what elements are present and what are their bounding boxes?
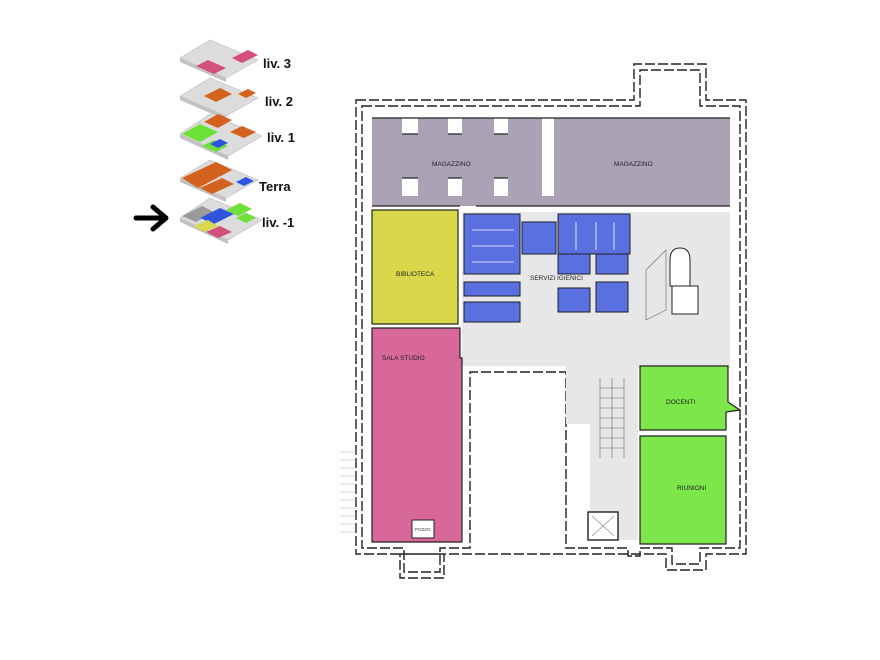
room-riunioni[interactable] (639, 435, 727, 545)
level-icon-liv-minus1[interactable] (179, 197, 263, 244)
chimney-niche (669, 247, 699, 315)
level-label-liv-minus1[interactable]: liv. -1 (262, 215, 295, 230)
room-label-biblioteca: BIBLIOTECA (396, 271, 435, 278)
level-label-liv1[interactable]: liv. 1 (267, 130, 295, 145)
svg-text:POZZO: POZZO (415, 527, 431, 532)
room-label-docenti: DOCENTI (666, 399, 695, 406)
level-label-liv2[interactable]: liv. 2 (265, 94, 293, 109)
elevator (587, 511, 619, 541)
magazzino-piers (402, 116, 554, 196)
room-biblioteca[interactable] (371, 209, 459, 325)
room-docenti[interactable] (639, 365, 742, 431)
staircase (599, 249, 667, 458)
level-label-terra[interactable]: Terra (259, 179, 291, 194)
current-level-arrow-icon (133, 204, 169, 232)
room-servizi-igienici[interactable] (463, 213, 631, 323)
level-icon-liv3[interactable] (179, 39, 259, 82)
pozzo: POZZO (411, 519, 435, 539)
level-icon-liv1[interactable] (179, 113, 263, 160)
exterior-steps (340, 451, 356, 533)
building-outline (355, 63, 747, 579)
room-label-magazzino-b: MAGAZZINO (614, 161, 653, 168)
level-icon-liv2[interactable] (179, 77, 259, 120)
room-sala-studio[interactable] (371, 327, 463, 543)
room-label-servizi: SERVIZI IGIENICI (530, 275, 583, 282)
room-label-riunioni: RIUNIONI (677, 485, 706, 492)
room-label-magazzino-a: MAGAZZINO (432, 161, 471, 168)
magazzino-walls (372, 117, 730, 207)
level-icon-terra[interactable] (179, 159, 259, 202)
level-label-liv3[interactable]: liv. 3 (263, 56, 291, 71)
toilet-fixtures (472, 222, 615, 263)
room-label-sala-studio: SALA STUDIO (382, 355, 425, 362)
